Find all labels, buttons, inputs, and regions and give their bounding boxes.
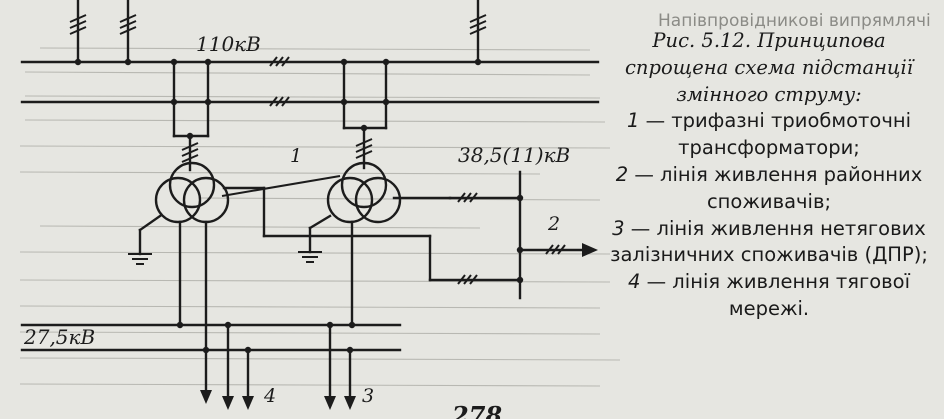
ground-2 [298,214,332,263]
ground-1 [128,214,162,265]
hv-bus-lines [20,0,600,107]
caption-title: Рис. 5.12. Принципова спрощена схема під… [625,29,913,106]
transformer-2-taps [340,58,390,170]
traction-bus [20,220,402,410]
caption-item-3: 3 — лінія живлення нетягових залізничних… [600,216,938,270]
traction-bus-label: 27,5кВ [23,325,95,349]
caption-item-3-num: 3 [612,216,625,240]
feeder-3-label: 3 [362,385,374,407]
caption-item-4: 4 — лінія живлення тягової мережі. [600,269,938,323]
figure-caption: Рис. 5.12. Принципова спрощена схема під… [600,28,938,323]
feeder-2-label: 2 [547,213,560,235]
transformer-1-taps [170,58,212,172]
caption-item-2-num: 2 [615,162,629,186]
background-heading: Напівпровідникові випрямлячі [658,11,931,31]
transformer-number-label: 1 [290,145,302,167]
show-through-text [19,47,621,387]
mv-bus [222,170,598,300]
hv-bus-label: 110кВ [196,32,261,56]
caption-item-2-text: — лінія живлення районних споживачів; [634,162,923,213]
feeder-4-label: 4 [263,385,276,407]
caption-item-1-num: 1 [626,109,640,133]
caption-item-2: 2 — лінія живлення районних споживачів; [600,162,938,216]
caption-item-1: 1 — трифазні триобмоточні трансформатори… [600,108,938,162]
transformer-2-symbol [326,161,402,224]
caption-item-1-text: — трифазні триобмоточні трансформатори; [645,109,912,160]
page-number: 278 [451,401,502,419]
transformer-1-symbol [154,161,230,224]
mv-bus-label: 38,5(11)кВ [458,143,570,167]
caption-item-4-text: — лінія живлення тягової мережі. [646,270,911,320]
caption-item-3-text: — лінія живлення нетягових залізничних с… [610,216,928,267]
label-1-leader [221,175,341,197]
caption-item-4-num: 4 [627,270,641,294]
